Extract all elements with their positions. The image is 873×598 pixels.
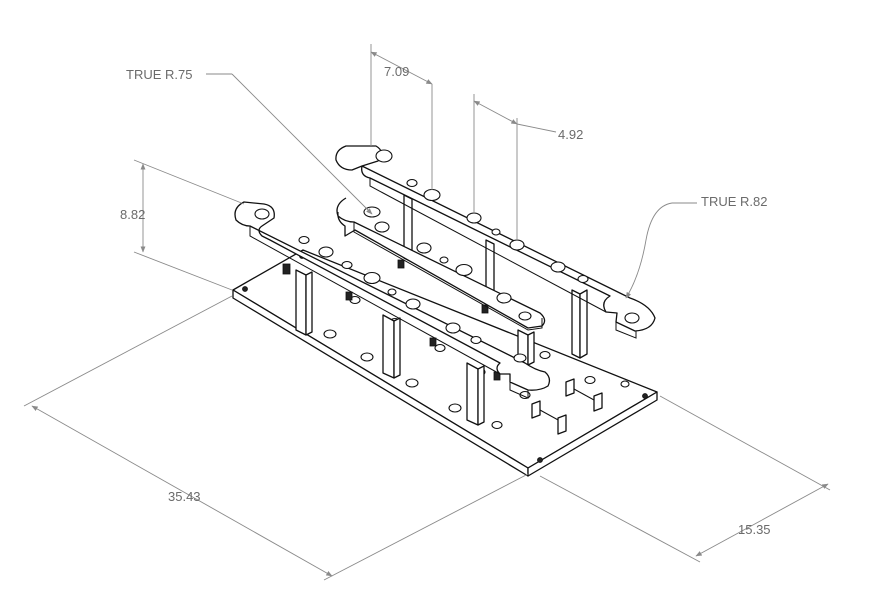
dim-top-spacing-label: 4.92 [558, 127, 583, 142]
small-brackets [531, 378, 603, 435]
front-bar [234, 201, 551, 399]
base-plate [232, 249, 658, 477]
dimension-height: 8.82 [120, 159, 245, 291]
callout-radius-left: TRUE R.75 [126, 67, 373, 215]
callout-radius-left-label: TRUE R.75 [126, 67, 192, 82]
callout-radius-right-label: TRUE R.82 [701, 194, 767, 209]
dim-top-width-label: 7.09 [384, 64, 409, 79]
post-stubs [282, 259, 501, 381]
middle-bar [336, 197, 546, 331]
dimension-length: 35.43 [23, 295, 529, 581]
dimension-top-width: 7.09 [370, 44, 433, 190]
dim-length-label: 35.43 [168, 489, 201, 504]
dimension-top-spacing: 4.92 [473, 94, 583, 240]
callout-radius-right: TRUE R.82 [625, 194, 767, 299]
dim-height-label: 8.82 [120, 207, 145, 222]
dim-depth-label: 15.35 [738, 522, 771, 537]
back-bar [335, 145, 656, 339]
dimension-depth: 15.35 [539, 395, 831, 563]
